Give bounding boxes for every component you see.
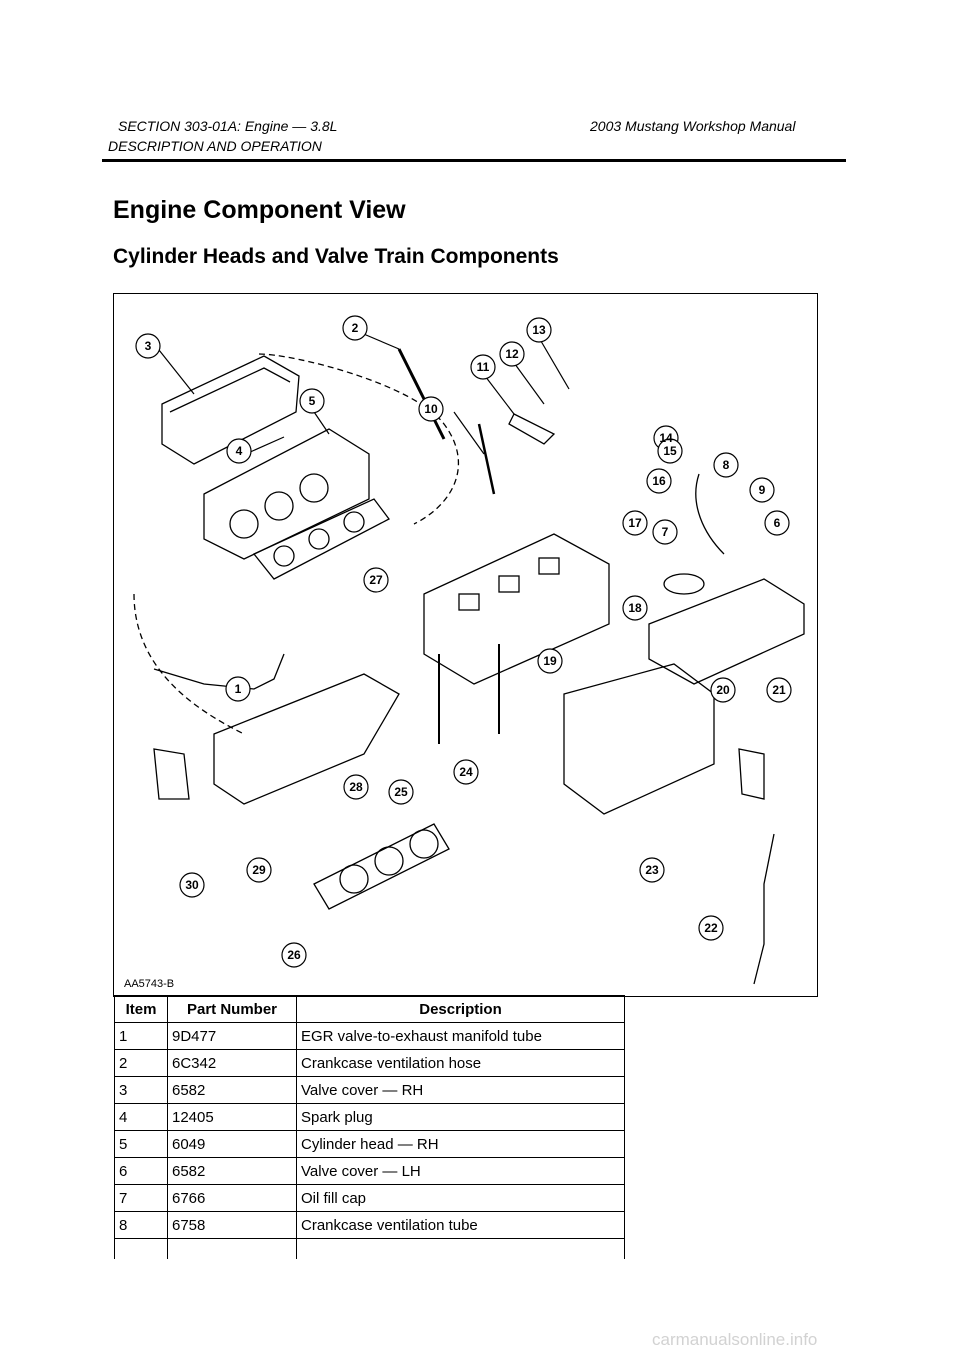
cell-item: 6	[114, 1157, 168, 1185]
dipstick-shape	[753, 833, 775, 985]
crankcase-tube-shape	[695, 473, 725, 555]
subsection-header: DESCRIPTION AND OPERATION	[108, 138, 322, 154]
callout-30: 30	[185, 878, 199, 892]
callout-11: 11	[477, 360, 490, 374]
table-row: 7 6766 Oil fill cap	[114, 1184, 625, 1212]
callout-15: 15	[663, 444, 677, 458]
callout-2: 2	[352, 321, 359, 335]
cell-item: 8	[114, 1211, 168, 1239]
table-row: 8 6758 Crankcase ventilation tube	[114, 1211, 625, 1239]
callout-14: 14	[659, 431, 673, 445]
exhaust-manifold-rh-shape	[213, 673, 400, 805]
watermark-footer: carmanualsonline.info	[652, 1330, 818, 1349]
parts-table: Item Part Number Description 1 9D477 EGR…	[114, 995, 625, 1259]
callout-3: 3	[145, 339, 152, 353]
table-header-row: Item Part Number Description	[114, 995, 625, 1023]
callout-labels: 1 2 3 4 5 6 7 8 9 10 11 12 13 14 15 16 1…	[145, 321, 786, 962]
exploded-view-figure: 1 2 3 4 5 6 7 8 9 10 11 12 13 14 15 16 1…	[113, 293, 818, 997]
callout-22: 22	[704, 921, 718, 935]
cell-description: Cylinder head — RH	[296, 1130, 625, 1158]
callout-circles	[135, 315, 792, 968]
page-subtitle: Cylinder Heads and Valve Train Component…	[113, 245, 559, 268]
cell-item: 7	[114, 1184, 168, 1212]
cell-part-number: 6C342	[167, 1049, 297, 1077]
cell-description: Valve cover — RH	[296, 1076, 625, 1104]
ventilation-hose-path	[258, 353, 460, 525]
callout-6: 6	[774, 516, 781, 530]
callout-4: 4	[236, 444, 243, 458]
callout-25: 25	[394, 785, 408, 799]
callout-29: 29	[252, 863, 266, 877]
crankcase-hose-shape	[397, 348, 446, 440]
callout-10: 10	[424, 402, 438, 416]
cell-part-number: 6582	[167, 1076, 297, 1104]
cell-part-number: 6049	[167, 1130, 297, 1158]
engine-diagram: 1 2 3 4 5 6 7 8 9 10 11 12 13 14 15 16 1…	[124, 315, 805, 990]
callout-20: 20	[716, 683, 730, 697]
callout-16: 16	[652, 474, 666, 488]
callout-8: 8	[723, 458, 730, 472]
table-row: 4 12405 Spark plug	[114, 1103, 625, 1131]
cell-part-number: 6758	[167, 1211, 297, 1239]
head-gasket-shape	[313, 823, 450, 910]
callout-19: 19	[543, 654, 557, 668]
callout-23: 23	[645, 863, 659, 877]
callout-28: 28	[349, 780, 363, 794]
table-row: 6 6582 Valve cover — LH	[114, 1157, 625, 1185]
cell-part-number: 12405	[167, 1103, 297, 1131]
header-rule	[102, 159, 846, 162]
cell-item: 4	[114, 1103, 168, 1131]
callout-13: 13	[532, 323, 546, 337]
callout-9: 9	[759, 483, 766, 497]
cell-description: Oil fill cap	[296, 1184, 625, 1212]
cell-description: Spark plug	[296, 1103, 625, 1131]
oil-fill-cap-shape	[663, 573, 705, 595]
col-header-item: Item	[114, 995, 168, 1023]
col-header-part-number: Part Number	[167, 995, 297, 1023]
figure-id: AA5743-B	[124, 978, 174, 990]
valve-cover-lh-shape	[648, 578, 805, 685]
bracket-shape	[153, 748, 190, 800]
egr-tube-shape	[153, 653, 285, 690]
cylinder-head-rh-shape	[203, 428, 370, 560]
rocker-arm-shape	[508, 413, 556, 445]
col-header-description: Description	[296, 995, 625, 1023]
table-row: 3 6582 Valve cover — RH	[114, 1076, 625, 1104]
callout-17: 17	[628, 516, 642, 530]
table-row: 5 6049 Cylinder head — RH	[114, 1130, 625, 1158]
cell-part-number: 6582	[167, 1157, 297, 1185]
cell-item: 1	[114, 1022, 168, 1050]
callout-21: 21	[772, 683, 786, 697]
callout-5: 5	[309, 394, 316, 408]
cell-item: 2	[114, 1049, 168, 1077]
callout-1: 1	[235, 682, 242, 696]
callout-18: 18	[628, 601, 642, 615]
exhaust-manifold-lh-shape	[563, 663, 715, 815]
callout-26: 26	[287, 948, 301, 962]
callout-27: 27	[369, 573, 383, 587]
manual-title: 2003 Mustang Workshop Manual	[590, 118, 796, 134]
table-row: 2 6C342 Crankcase ventilation hose	[114, 1049, 625, 1077]
table-row: 1 9D477 EGR valve-to-exhaust manifold tu…	[114, 1022, 625, 1050]
callout-7: 7	[662, 525, 669, 539]
gasket-rh-shape	[252, 498, 390, 580]
cell-description: EGR valve-to-exhaust manifold tube	[296, 1022, 625, 1050]
callout-24: 24	[459, 765, 473, 779]
cell-item: 5	[114, 1130, 168, 1158]
valve-cover-rh-shape	[161, 355, 300, 465]
cell-part-number: 6766	[167, 1184, 297, 1212]
valve-cover-rh-edge	[169, 367, 291, 413]
cell-item: 3	[114, 1076, 168, 1104]
section-header: SECTION 303-01A: Engine — 3.8L	[118, 118, 338, 134]
table-row-empty	[114, 1238, 625, 1259]
cell-description: Crankcase ventilation tube	[296, 1211, 625, 1239]
cell-description: Valve cover — LH	[296, 1157, 625, 1185]
cell-description: Crankcase ventilation hose	[296, 1049, 625, 1077]
callout-12: 12	[505, 347, 519, 361]
page-title: Engine Component View	[113, 196, 406, 224]
cylinder-head-lh-shape	[423, 533, 610, 685]
cell-part-number: 9D477	[167, 1022, 297, 1050]
